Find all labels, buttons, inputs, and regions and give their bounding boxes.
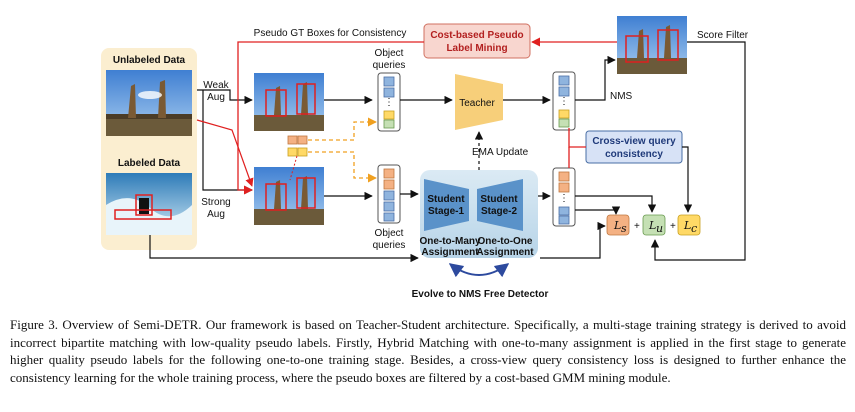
weak-aug-image <box>254 73 324 131</box>
ema-update-label: EMA Update <box>472 147 529 158</box>
student-stage-1 <box>424 179 469 231</box>
student-stage-2 <box>477 179 523 231</box>
cross-view-label-2: consistency <box>605 149 663 160</box>
strong-aug-label-2: Aug <box>207 209 225 220</box>
student-output-queries: ⋮ <box>552 167 576 227</box>
score-filter-image <box>617 16 687 74</box>
loss-c-sub: c <box>691 222 697 235</box>
strong-aug-label-1: Strong <box>201 197 230 208</box>
pseudo-gt-label: Pseudo GT Boxes for Consistency <box>254 28 407 39</box>
cross-view-label-1: Cross-view query <box>592 136 676 147</box>
svg-text:⋮: ⋮ <box>559 193 569 204</box>
nms-label: NMS <box>610 91 633 102</box>
one-to-one-label-2: Assignment <box>476 247 534 258</box>
student-stage-2-label-1: Student <box>480 194 518 205</box>
loss-u-box <box>642 214 666 236</box>
loss-s-box <box>606 214 630 236</box>
object-queries-top: ⋮ <box>377 72 401 132</box>
one-to-many-label-1: One-to-Many <box>419 236 481 247</box>
strong-aug-image <box>254 167 324 225</box>
unlabeled-giraffe-image <box>106 70 192 136</box>
teacher-block <box>455 74 503 130</box>
loss-s-symbol: L <box>613 219 621 232</box>
loss-c-box <box>677 214 701 236</box>
teacher-label: Teacher <box>459 98 495 109</box>
hybrid-query-boxes <box>287 135 308 157</box>
one-to-one-label-1: One-to-One <box>478 236 533 247</box>
labeled-data-label: Labeled Data <box>118 158 181 169</box>
student-stage-1-label-2: Stage-1 <box>428 206 465 217</box>
svg-text:⋮: ⋮ <box>559 96 569 107</box>
object-queries-top-label-2: queries <box>373 60 406 71</box>
unlabeled-data-label: Unlabeled Data <box>113 55 186 66</box>
cost-mining-box <box>423 23 531 59</box>
semi-detr-diagram: Unlabeled Data Labeled Data Weak Aug Str… <box>101 16 749 300</box>
figure-caption: Figure 3. Overview of Semi-DETR. Our fra… <box>10 317 846 385</box>
loss-u-symbol: L <box>648 219 656 232</box>
object-queries-top-label-1: Object <box>375 48 404 59</box>
cost-mining-label-2: Label Mining <box>446 43 507 54</box>
teacher-output-queries: ⋮ <box>552 71 576 131</box>
loss-c-symbol: L <box>683 219 691 232</box>
cost-mining-label-1: Cost-based Pseudo <box>430 30 523 41</box>
svg-text:⋮: ⋮ <box>384 97 394 108</box>
object-queries-bottom <box>377 164 401 224</box>
plus-1: + <box>634 221 640 232</box>
score-filter-label: Score Filter <box>697 30 749 41</box>
labeled-surf-image <box>106 173 192 235</box>
weak-aug-label-1: Weak <box>203 80 229 91</box>
plus-2: + <box>670 221 676 232</box>
one-to-many-label-2: Assignment <box>421 247 479 258</box>
object-queries-bottom-label-2: queries <box>373 240 406 251</box>
student-stage-2-label-2: Stage-2 <box>481 206 518 217</box>
loss-s-sub: s <box>621 222 627 235</box>
object-queries-bottom-label-1: Object <box>375 228 404 239</box>
weak-aug-label-2: Aug <box>207 92 225 103</box>
student-stage-1-label-1: Student <box>427 194 465 205</box>
evolve-label: Evolve to NMS Free Detector <box>412 289 549 300</box>
loss-u-sub: u <box>656 222 663 235</box>
